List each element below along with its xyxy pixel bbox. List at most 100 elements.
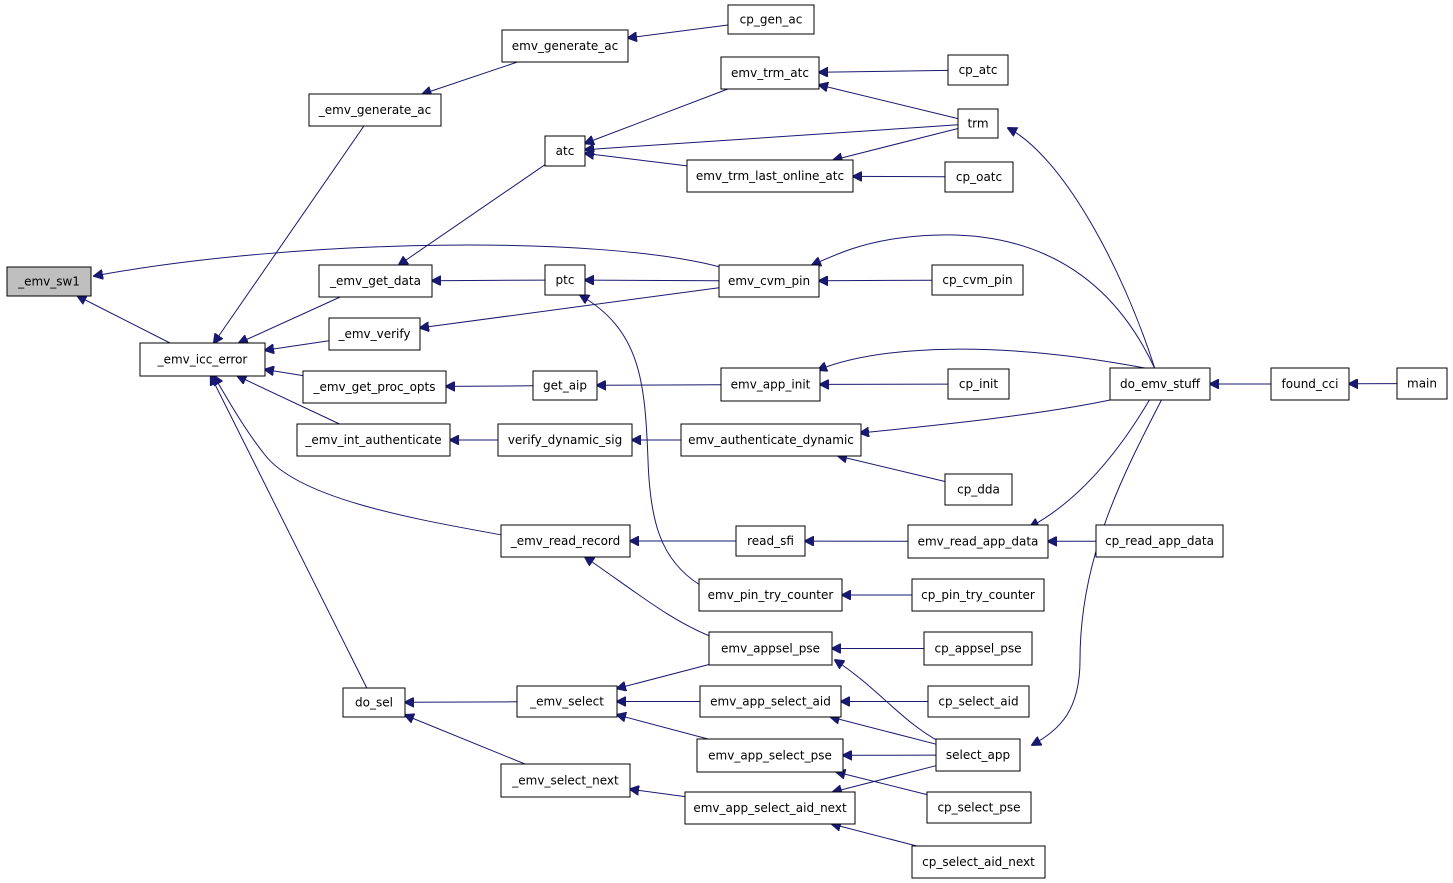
function-node-cp-select-aid[interactable]: cp_select_aid: [927, 685, 1030, 718]
node-label: do_emv_stuff: [1120, 377, 1201, 391]
function-node-main[interactable]: main: [1396, 367, 1448, 400]
function-node-emv-select-next[interactable]: _emv_select_next: [500, 763, 631, 798]
node-label: emv_trm_last_online_atc: [696, 169, 844, 183]
function-node-cp-cvm-pin[interactable]: cp_cvm_pin: [931, 264, 1024, 296]
node-label: _emv_int_authenticate: [304, 433, 441, 447]
node-box: [720, 56, 820, 90]
function-node-atc[interactable]: atc: [544, 135, 586, 167]
function-node-emv-read-record[interactable]: _emv_read_record: [500, 524, 631, 558]
function-node-cp-dda[interactable]: cp_dda: [944, 473, 1013, 506]
node-label: cp_gen_ac: [740, 13, 803, 27]
node-label: _emv_verify: [337, 327, 410, 341]
node-label: cp_dda: [957, 483, 1000, 497]
function-node-emv-int-authenticate[interactable]: _emv_int_authenticate: [296, 423, 451, 457]
function-node-emv-get-data[interactable]: _emv_get_data: [318, 264, 433, 298]
node-box: [727, 4, 815, 35]
node-label: cp_read_app_data: [1105, 534, 1214, 548]
function-node-emv-trm-last-online-atc[interactable]: emv_trm_last_online_atc: [686, 159, 854, 193]
function-node-do-sel[interactable]: do_sel: [342, 687, 406, 718]
function-node-emv-authenticate-dynamic[interactable]: emv_authenticate_dynamic: [680, 423, 862, 457]
call-edge: [405, 715, 526, 765]
node-box: [684, 791, 856, 825]
call-edge: [1032, 398, 1163, 745]
node-box: [735, 525, 806, 557]
call-edge: [94, 244, 721, 276]
function-node-emv-cvm-pin[interactable]: emv_cvm_pin: [718, 264, 820, 298]
function-node-cp-atc[interactable]: cp_atc: [947, 54, 1009, 86]
call-edge: [831, 717, 937, 745]
call-edge: [585, 557, 713, 638]
node-box: [718, 264, 820, 298]
node-box: [686, 159, 854, 193]
function-node-cp-gen-ac[interactable]: cp_gen_ac: [727, 4, 815, 35]
function-node-cp-select-pse[interactable]: cp_select_pse: [926, 791, 1032, 824]
node-label: emv_app_init: [731, 378, 811, 392]
function-node-emv-app-select-aid-next[interactable]: emv_app_select_aid_next: [684, 791, 856, 825]
call-edge: [1008, 128, 1156, 370]
function-node-read-sfi[interactable]: read_sfi: [735, 525, 806, 557]
function-node-cp-read-app-data[interactable]: cp_read_app_data: [1095, 524, 1224, 558]
function-node-trm[interactable]: trm: [957, 108, 999, 139]
node-box: [1396, 367, 1448, 400]
node-box: [139, 342, 266, 377]
node-label: _emv_select: [529, 695, 604, 709]
node-box: [1095, 524, 1224, 558]
node-label: ptc: [556, 273, 575, 287]
node-label: _emv_sw1: [17, 275, 80, 289]
function-node-get-aip[interactable]: get_aip: [532, 370, 598, 401]
function-node-cp-appsel-pse[interactable]: cp_appsel_pse: [923, 631, 1033, 666]
function-node-cp-init[interactable]: cp_init: [947, 368, 1010, 400]
function-node-cp-pin-try-counter[interactable]: cp_pin_try_counter: [911, 578, 1045, 612]
node-label: emv_appsel_pse: [721, 642, 820, 656]
function-node-emv-app-init[interactable]: emv_app_init: [720, 367, 821, 402]
node-box: [720, 367, 821, 402]
node-box: [907, 524, 1049, 559]
function-node-cp-select-aid-next[interactable]: cp_select_aid_next: [911, 845, 1046, 879]
node-label: _emv_read_record: [510, 534, 621, 548]
function-node-emv-appsel-pse[interactable]: emv_appsel_pse: [708, 631, 833, 666]
node-box: [342, 687, 406, 718]
node-box: [923, 631, 1033, 666]
call-edge: [812, 234, 1156, 370]
function-node-emv-app-select-pse[interactable]: emv_app_select_pse: [696, 738, 844, 773]
function-node-emv-icc-error[interactable]: _emv_icc_error: [139, 342, 266, 377]
function-node-emv-sw1[interactable]: _emv_sw1: [6, 266, 92, 297]
function-node-emv-verify[interactable]: _emv_verify: [328, 317, 421, 351]
node-box: [698, 578, 843, 612]
node-label: cp_atc: [959, 63, 998, 77]
function-node-found-cci[interactable]: found_cci: [1270, 367, 1350, 401]
call-edge: [432, 280, 546, 281]
function-node-emv-read-app-data[interactable]: emv_read_app_data: [907, 524, 1049, 559]
call-edge: [819, 70, 949, 72]
node-label: trm: [967, 117, 988, 131]
node-box: [544, 135, 586, 167]
function-node-emv-generate-ac[interactable]: emv_generate_ac: [501, 29, 629, 63]
function-node-emv-app-select-aid[interactable]: emv_app_select_aid: [699, 685, 842, 718]
function-node-emv-select[interactable]: _emv_select: [516, 685, 618, 718]
function-node-cp-oatc[interactable]: cp_oatc: [944, 161, 1014, 193]
node-label: do_sel: [355, 696, 393, 710]
function-node-emv-trm-atc[interactable]: emv_trm_atc: [720, 56, 820, 90]
node-label: emv_pin_try_counter: [708, 588, 834, 602]
call-edge: [423, 61, 518, 94]
node-box: [500, 524, 631, 558]
node-box: [6, 266, 92, 297]
function-node-do-emv-stuff[interactable]: do_emv_stuff: [1109, 367, 1211, 401]
node-box: [927, 685, 1030, 718]
call-edge: [399, 164, 546, 265]
node-label: emv_app_select_pse: [708, 749, 832, 763]
node-box: [911, 845, 1046, 879]
node-box: [680, 423, 862, 457]
call-edge: [214, 125, 365, 343]
node-box: [532, 370, 598, 401]
function-node-ptc[interactable]: ptc: [544, 264, 586, 296]
function-node-verify-dynamic-sig[interactable]: verify_dynamic_sig: [497, 423, 633, 457]
call-edge: [585, 124, 959, 150]
function-node-emv-get-proc-opts[interactable]: _emv_get_proc_opts: [302, 370, 447, 404]
call-edge: [818, 348, 1151, 370]
call-edge: [833, 765, 937, 792]
function-node-emv-generate-ac[interactable]: _emv_generate_ac: [308, 93, 442, 127]
function-node-select-app[interactable]: select_app: [935, 738, 1021, 772]
function-node-emv-pin-try-counter[interactable]: emv_pin_try_counter: [698, 578, 843, 612]
